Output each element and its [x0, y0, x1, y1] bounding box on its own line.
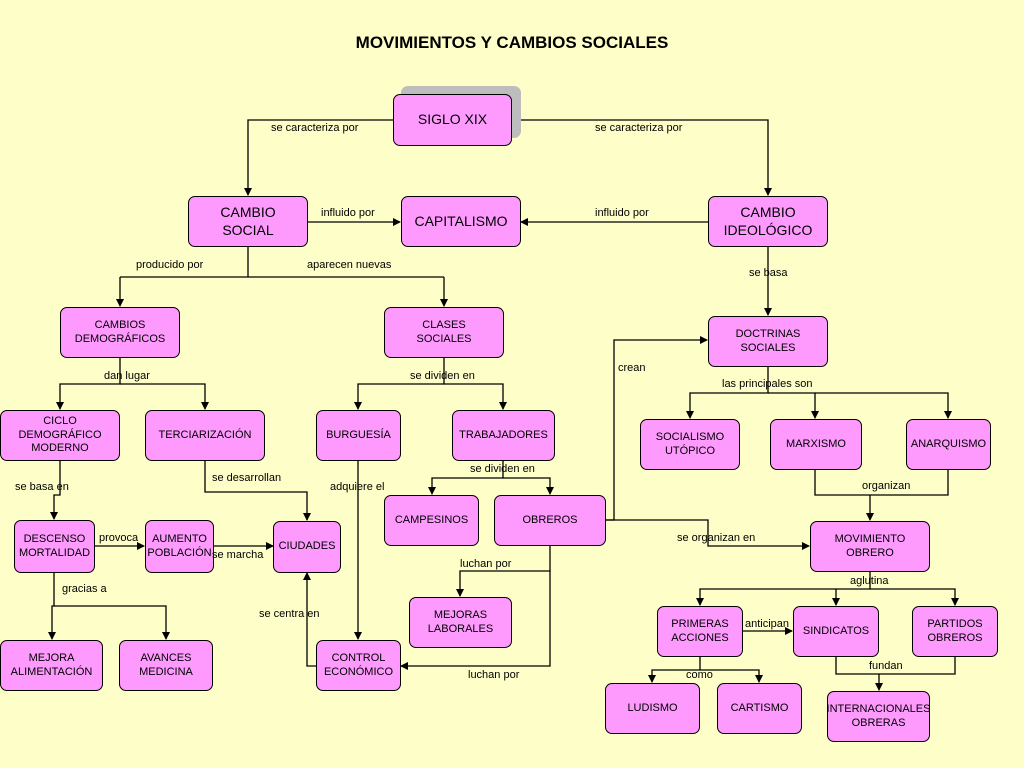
edge-trabajadores-obreros	[503, 477, 554, 495]
label-luchan-por: luchan por	[460, 558, 512, 570]
edge-doctrinas-marxismo	[768, 392, 819, 419]
edge-demograficos-terciarizacion	[120, 383, 209, 410]
edge-terciarizacion-ciudades	[204, 461, 311, 521]
label-fundan: fundan	[869, 660, 903, 672]
diagram-title: MOVIMIENTOS Y CAMBIOS SOCIALES	[355, 33, 669, 52]
label-provoca: provoca	[99, 532, 139, 544]
edge-movimiento-partidos	[870, 588, 959, 606]
node-terciarizacion[interactable]: TERCIARIZACIÓN	[145, 410, 265, 461]
edge-sindicatos-fundan	[835, 657, 879, 675]
label-gracias-a: gracias a	[62, 583, 107, 595]
node-cambio-ideologico[interactable]: CAMBIO IDEOLÓGICO	[708, 196, 828, 247]
edge-marxismo-organizan	[814, 470, 870, 496]
node-mejoras-laborales[interactable]: MEJORAS LABORALES	[409, 597, 512, 648]
label-anticipan: anticipan	[745, 618, 790, 630]
edge-obreros-mejoras	[456, 546, 551, 597]
node-cambios-demograficos[interactable]: CAMBIOS DEMOGRÁFICOS	[60, 307, 180, 358]
node-clases-sociales[interactable]: CLASES SOCIALES	[384, 307, 504, 358]
node-obreros[interactable]: OBREROS	[494, 495, 606, 546]
label-influido-por: influido por	[321, 207, 375, 219]
edge-clases-branch	[354, 358, 445, 410]
edge-descenso-avances	[54, 605, 170, 640]
label-dan-lugar: dan lugar	[104, 370, 150, 382]
edge-movimiento-branch	[696, 572, 871, 606]
label-se-dividen-en: se dividen en	[410, 370, 475, 382]
node-cambio-social[interactable]: CAMBIO SOCIAL	[188, 196, 308, 247]
node-primeras-acciones[interactable]: PRIMERAS ACCIONES	[657, 606, 743, 657]
label-aglutina: aglutina	[850, 575, 889, 587]
label-se-organizan-en: se organizan en	[677, 532, 756, 544]
edge-demograficos-branch	[56, 358, 121, 410]
node-avances-medicina[interactable]: AVANCES MEDICINA	[119, 640, 213, 691]
node-partidos-obreros[interactable]: PARTIDOS OBREROS	[912, 606, 998, 657]
label-influido-por: influido por	[595, 207, 649, 219]
node-capitalismo[interactable]: CAPITALISMO	[401, 196, 521, 247]
edge-doctrinas-branch	[686, 367, 769, 419]
edge-obreros-movimiento	[606, 519, 810, 550]
node-trabajadores[interactable]: TRABAJADORES	[452, 410, 555, 461]
label-aparecen-nuevas: aparecen nuevas	[307, 259, 392, 271]
label-se-caracteriza-por: se caracteriza por	[271, 122, 359, 134]
edge-clases-trabajadores	[444, 383, 507, 410]
node-ciudades[interactable]: CIUDADES	[273, 521, 341, 573]
edge-control-ciudades	[303, 572, 316, 667]
edge-siglo-cambio-social	[244, 119, 393, 196]
node-sindicatos[interactable]: SINDICATOS	[793, 606, 879, 657]
edge-siglo-cambio-ideologico	[512, 119, 772, 196]
label-crean: crean	[618, 362, 646, 374]
node-anarquismo[interactable]: ANARQUISMO	[906, 419, 991, 470]
node-descenso-mortalidad[interactable]: DESCENSO MORTALIDAD	[14, 520, 95, 573]
node-movimiento-obrero[interactable]: MOVIMIENTO OBRERO	[810, 521, 930, 572]
label-se-basa-en: se basa en	[15, 481, 69, 493]
edge-ciclo-descenso	[50, 461, 61, 520]
label-adquiere-el: adquiere el	[330, 481, 385, 493]
edge-primeras-cartismo	[700, 669, 763, 683]
label-organizan: organizan	[862, 480, 911, 492]
label-las-principales-son: las principales son	[722, 378, 813, 390]
node-ludismo[interactable]: LUDISMO	[605, 683, 700, 734]
edge-primeras-branch	[648, 657, 701, 683]
edge-trabajadores-branch	[428, 461, 504, 495]
node-control-economico[interactable]: CONTROL ECONÓMICO	[316, 640, 401, 691]
node-cartismo[interactable]: CARTISMO	[717, 683, 802, 734]
edge-partidos-fundan	[879, 657, 956, 675]
edge-obreros-control	[400, 571, 551, 670]
label-se-centra-en: se centra en	[259, 608, 320, 620]
label-luchan-por: luchan por	[468, 669, 520, 681]
node-doctrinas-sociales[interactable]: DOCTRINAS SOCIALES	[708, 316, 828, 367]
label-se-dividen-en: se dividen en	[470, 463, 535, 475]
node-burguesia[interactable]: BURGUESÍA	[316, 410, 401, 461]
label-como: como	[686, 669, 713, 681]
label-se-basa: se basa	[749, 267, 788, 279]
label-se-desarrollan: se desarrollan	[212, 472, 282, 484]
node-siglo-xix[interactable]: SIGLO XIX	[393, 94, 512, 146]
node-socialismo-utopico[interactable]: SOCIALISMO UTÓPICO	[640, 419, 740, 470]
edge-doctrinas-anarquismo	[815, 392, 952, 419]
label-se-marcha: se marcha	[212, 549, 264, 561]
node-marxismo[interactable]: MARXISMO	[770, 419, 862, 470]
node-ciclo-demografico[interactable]: CICLO DEMOGRÁFICO MODERNO	[0, 410, 120, 461]
label-producido-por: producido por	[136, 259, 204, 271]
label-se-caracteriza-por: se caracteriza por	[595, 122, 683, 134]
node-aumento-poblacion[interactable]: AUMENTO POBLACIÓN	[145, 520, 214, 573]
node-internacionales-obreras[interactable]: INTERNACIONALES OBRERAS	[827, 691, 930, 742]
node-campesinos[interactable]: CAMPESINOS	[384, 495, 479, 546]
edge-descenso-branch	[48, 573, 56, 640]
edge-anarquismo-organizan	[870, 470, 949, 496]
node-mejora-alimentacion[interactable]: MEJORA ALIMENTACIÓN	[0, 640, 103, 691]
